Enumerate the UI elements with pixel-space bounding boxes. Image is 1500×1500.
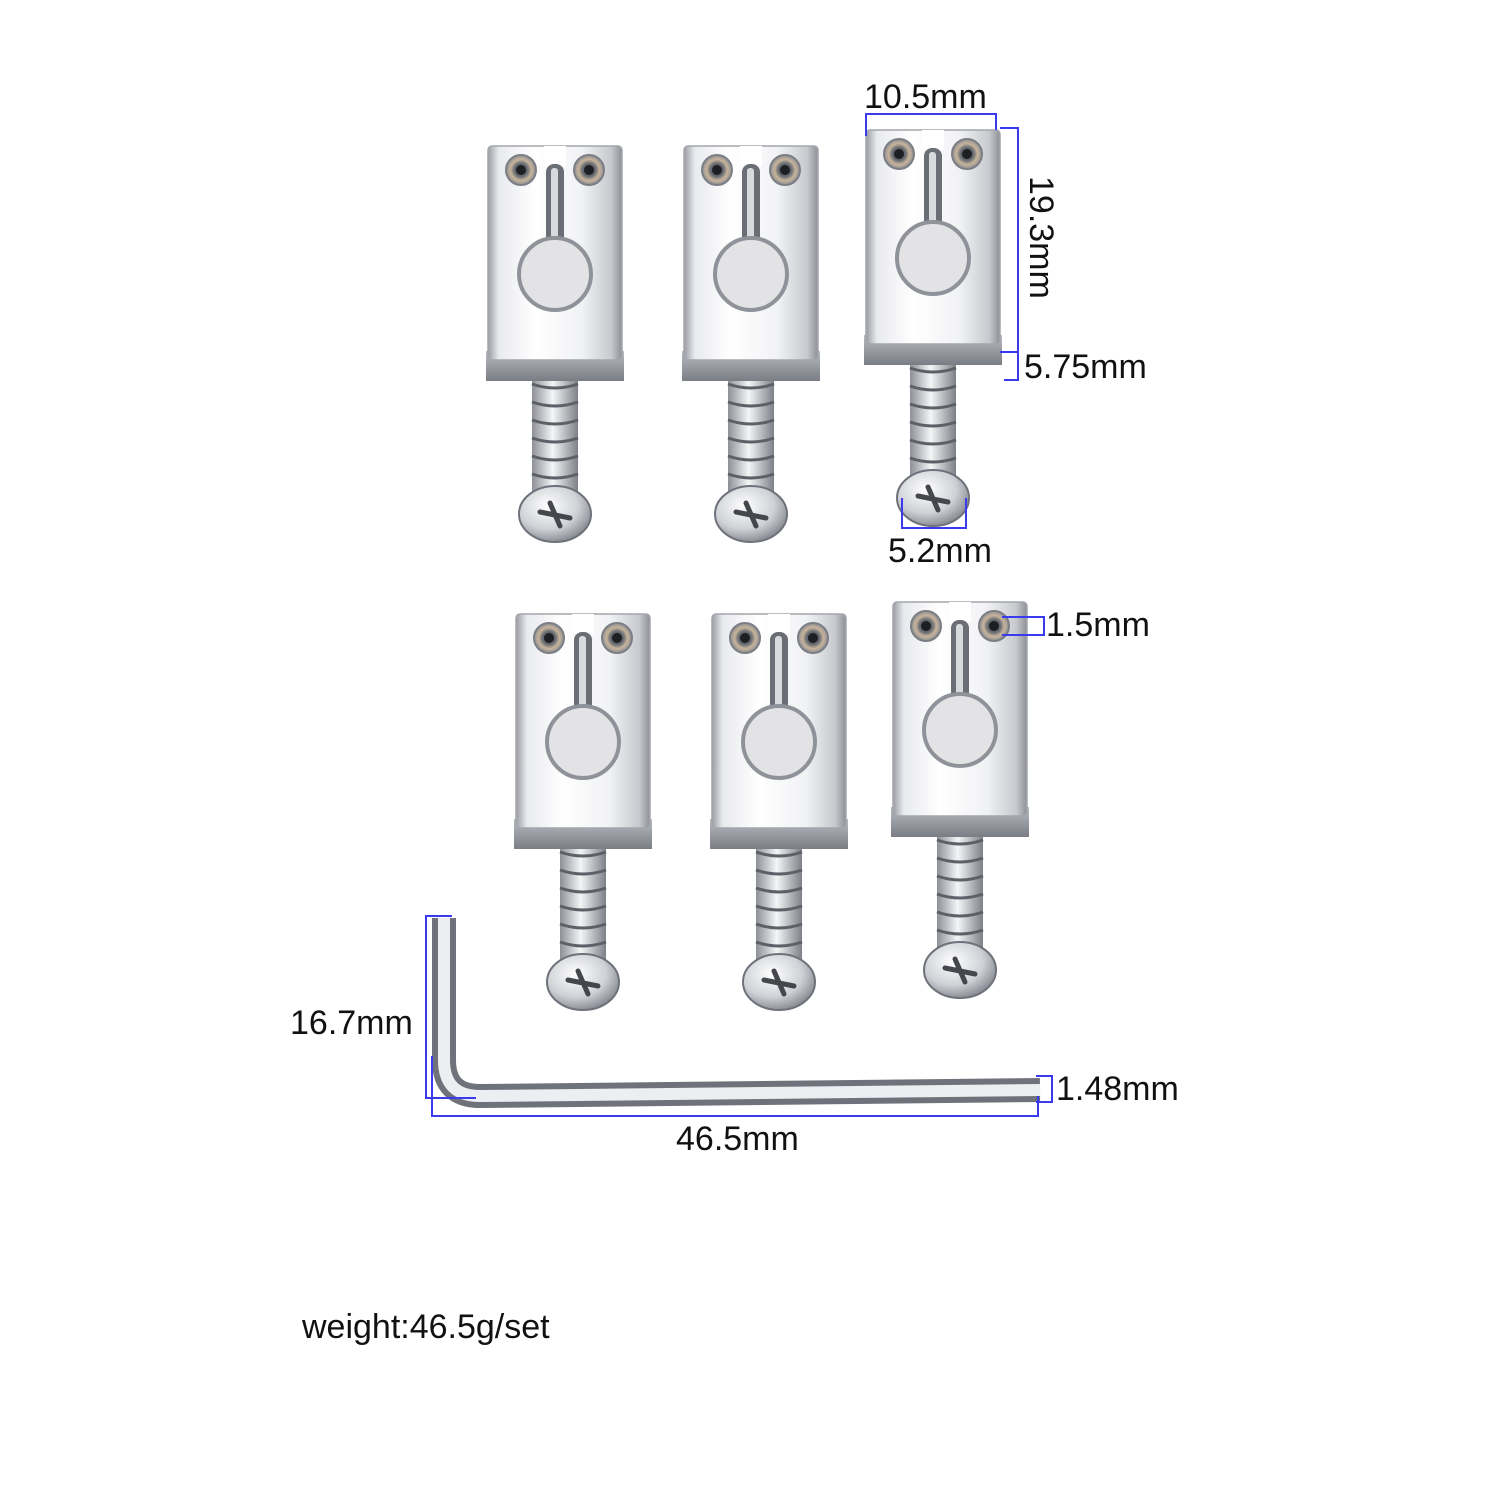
dim-wrench-short bbox=[425, 915, 476, 1099]
label-screw-head: 5.2mm bbox=[888, 532, 992, 570]
saddle-3 bbox=[864, 130, 1002, 526]
saddle-5 bbox=[710, 614, 848, 1010]
label-wrench-diameter: 1.48mm bbox=[1056, 1070, 1179, 1108]
label-saddle-width: 10.5mm bbox=[864, 78, 987, 116]
weight-label: weight:46.5g/set bbox=[302, 1308, 550, 1346]
label-saddle-height: 19.3mm bbox=[1022, 176, 1060, 299]
saddle-4 bbox=[514, 614, 652, 1010]
label-wrench-long: 46.5mm bbox=[676, 1120, 799, 1158]
saddle-1 bbox=[486, 146, 624, 542]
dim-saddle-width bbox=[865, 113, 997, 136]
label-saddle-base: 5.75mm bbox=[1024, 348, 1147, 386]
dim-saddle-height bbox=[1000, 127, 1019, 353]
saddle-2 bbox=[682, 146, 820, 542]
dim-wrench-diameter bbox=[1036, 1075, 1053, 1103]
dim-set-screw bbox=[1002, 616, 1045, 636]
dim-saddle-base bbox=[1004, 351, 1019, 381]
saddle-6 bbox=[891, 602, 1029, 998]
dim-wrench-long bbox=[431, 1056, 1039, 1117]
label-wrench-short: 16.7mm bbox=[290, 1004, 413, 1042]
allen-wrench-icon bbox=[432, 918, 1041, 1108]
dim-screw-head bbox=[901, 498, 967, 529]
label-set-screw: 1.5mm bbox=[1046, 606, 1150, 644]
dimension-lines bbox=[425, 113, 1053, 1117]
